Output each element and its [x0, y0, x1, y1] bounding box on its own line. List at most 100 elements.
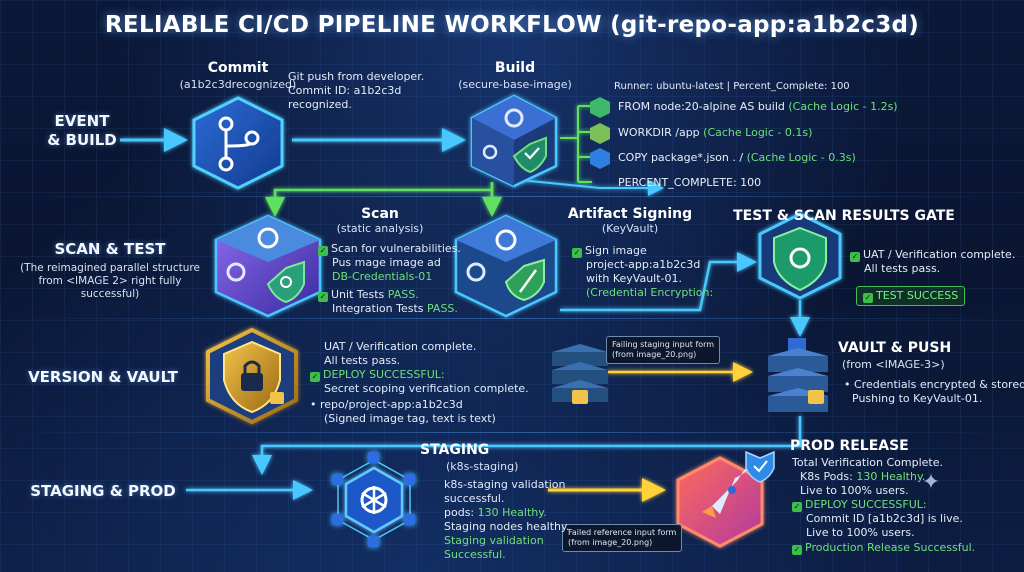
staging-pod-cube-icon [404, 474, 415, 485]
signing-line: (Credential Encryption: [586, 286, 714, 299]
version-line: • repo/project-app:a1b2c3d [310, 398, 463, 411]
vault-line: Pushing to KeyVault-01. [852, 392, 983, 405]
staging-pod-cube-icon [368, 452, 379, 463]
gate-title: TEST & SCAN RESULTS GATE [733, 208, 955, 224]
row-label-staging-prod: STAGING & PROD [30, 482, 176, 500]
build-step: COPY package*.json . / (Cache Logic - 0.… [618, 151, 856, 164]
scan-line: DB-Credentials-01 [332, 270, 433, 283]
build-step: FROM node:20-alpine AS build (Cache Logi… [618, 100, 898, 113]
build-step-cache: (Cache Logic - 0.1s) [703, 126, 813, 139]
rocket-icon [676, 450, 775, 548]
build-step-text: WORKDIR /app [618, 126, 704, 139]
prod-line: K8s Pods: 130 Healthy. [800, 470, 926, 483]
row-label-scan-test: SCAN & TEST [54, 240, 166, 258]
scan-line: ✓Unit Tests PASS. [318, 288, 419, 302]
scan-subtitle: (static analysis) [336, 222, 424, 235]
version-line: (Signed image tag, text is text) [324, 412, 496, 425]
prod-line: Commit ID [a1b2c3d] is live. [806, 512, 963, 525]
prod-line: ✓Production Release Successful. [792, 541, 976, 555]
row-divider [0, 318, 1024, 319]
signing-line: ✓Sign image [572, 244, 647, 258]
staging-pod-cube-icon [368, 536, 379, 547]
staging-line: Successful. [444, 548, 506, 561]
row-divider [0, 196, 1024, 197]
commit-desc-line: Git push from developer. [288, 70, 425, 83]
reference-input-note: Failed reference input form (from image_… [562, 524, 683, 552]
gear-shield-icon [758, 212, 842, 300]
version-line: ✓DEPLOY SUCCESSFUL: [310, 368, 445, 382]
build-step-text: COPY package*.json . / [618, 151, 747, 164]
staging-pod-cube-icon [332, 514, 343, 525]
test-success-badge: ✓TEST SUCCESS [856, 286, 966, 306]
commit-subtitle: (a1b2c3drecognized) [179, 78, 297, 91]
signing-line: project-app:a1b2c3d [586, 258, 701, 271]
row-sublabel-scan-test: (The reimagined parallel structure from … [20, 262, 200, 300]
arrow-build-to-steps [560, 105, 592, 183]
scan-line: ✓Scan for vulnerabilities. [318, 242, 461, 256]
build-subtitle: (secure-base-image) [458, 78, 572, 91]
version-line: UAT / Verification complete. [324, 340, 477, 353]
commit-desc-line: Commit ID: a1b2c3d [288, 84, 402, 97]
build-title: Build [494, 60, 536, 76]
staging-input-note: Failing staging input form (from image_2… [606, 336, 721, 364]
page-title: RELIABLE CI/CD PIPELINE WORKFLOW (git-re… [104, 12, 920, 38]
build-step-text: FROM node:20-alpine AS build [618, 100, 789, 113]
gear-pen-cube-icon [454, 214, 558, 318]
scan-line: Integration Tests PASS. [332, 302, 458, 315]
row-label-version-vault: VERSION & VAULT [28, 368, 178, 386]
staging-line: Staging validation [444, 534, 544, 547]
build-step-cube-icon [590, 97, 610, 169]
prod-line: Live to 100% users. [800, 484, 909, 497]
check-icon: ✓ [863, 293, 873, 303]
version-line: Secret scoping verification complete. [324, 382, 529, 395]
check-icon: ✓ [850, 252, 860, 262]
signing-title: Artifact Signing [567, 206, 693, 222]
kubernetes-helm-icon [337, 459, 411, 541]
scan-line: Pus mage image ad [332, 256, 441, 269]
version-line: All tests pass. [324, 354, 401, 367]
staging-line: Staging nodes healthy. [444, 520, 570, 533]
build-runner: Runner: ubuntu-latest | Percent_Complete… [614, 81, 850, 92]
arrow-signing-to-gate [560, 252, 757, 312]
git-branch-icon [192, 96, 284, 190]
build-step: WORKDIR /app (Cache Logic - 0.1s) [618, 126, 812, 139]
prod-line: ✓DEPLOY SUCCESSFUL: [792, 498, 927, 512]
sparkle-icon: ✦ [921, 470, 941, 495]
gate-line: ✓UAT / Verification complete. [850, 248, 1016, 262]
commit-desc-line: recognized. [288, 98, 352, 111]
check-icon: ✓ [318, 246, 328, 256]
build-step-cache: (Cache Logic - 1.2s) [788, 100, 898, 113]
staging-title: STAGING [420, 442, 490, 458]
gear-magnifier-cube-icon [214, 214, 322, 318]
vault-line: • Credentials encrypted & stored. [844, 378, 1024, 391]
check-icon: ✓ [572, 248, 582, 258]
signing-subtitle: (KeyVault) [601, 222, 659, 235]
check-icon: ✓ [310, 372, 320, 382]
staging-pod-cube-icon [404, 514, 415, 525]
gate-line: All tests pass. [864, 262, 941, 275]
row-label-event-build: EVENT & BUILD [47, 112, 117, 149]
commit-title: Commit [207, 60, 269, 76]
arrow-vault-to-staging [252, 416, 802, 475]
prod-title: PROD RELEASE [790, 438, 909, 454]
signing-line: with KeyVault-01. [586, 272, 682, 285]
gear-shield-cube-icon [470, 94, 558, 188]
staging-line: k8s-staging validation [444, 478, 566, 491]
row-divider [0, 432, 1024, 433]
build-percent-complete: PERCENT_COMPLETE: 100 [618, 176, 762, 189]
prod-line: Live to 100% users. [806, 526, 915, 539]
vault-title: VAULT & PUSH [838, 340, 952, 356]
staging-line: successful. [444, 492, 505, 505]
vault-subtitle: (from <IMAGE-3>) [842, 358, 945, 371]
build-step-cache: (Cache Logic - 0.3s) [746, 151, 856, 164]
check-icon: ✓ [792, 545, 802, 555]
prod-line: Total Verification Complete. [792, 456, 943, 469]
staging-pod-cube-icon [332, 474, 343, 485]
staging-subtitle: (k8s-staging) [446, 460, 519, 473]
shield-lock-icon [206, 327, 298, 425]
scan-title: Scan [361, 206, 399, 222]
check-icon: ✓ [318, 292, 328, 302]
server-lock-icon [552, 344, 608, 404]
server-lock-icon [768, 338, 828, 412]
